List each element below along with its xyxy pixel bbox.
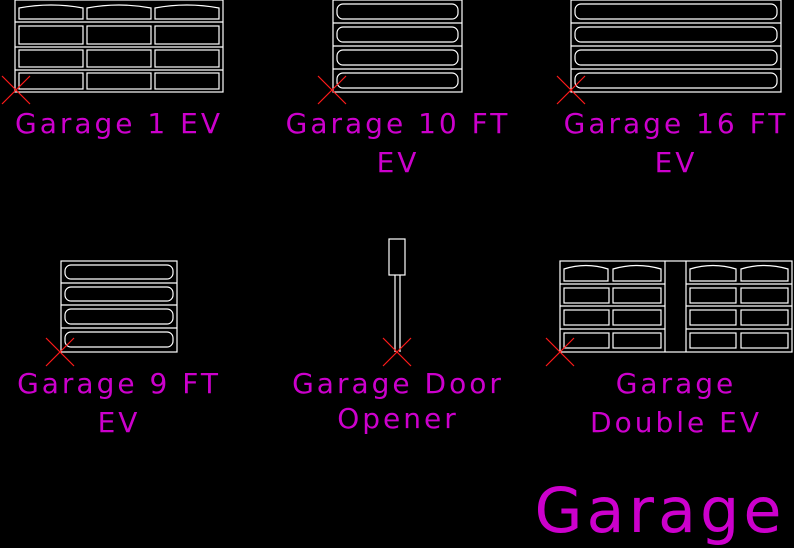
garage-double-ev-label-line-1: Garage [616, 367, 737, 400]
garage-16ft-ev-insertion-mark [556, 75, 586, 105]
garage-double-ev-label-line-2: Double EV [590, 406, 762, 439]
garage-door-opener-label-line-1: Garage Door [292, 367, 504, 400]
garage-10ft-ev-door[interactable] [332, 0, 463, 93]
garage-9ft-ev-label-line-2: EV [98, 406, 141, 439]
garage-10ft-ev-insertion-mark [317, 75, 347, 105]
garage-16ft-ev-door[interactable] [570, 0, 782, 93]
garage-9ft-ev-door[interactable] [60, 260, 178, 353]
garage-10ft-ev-label-line-1: Garage 10 FT [286, 107, 511, 140]
garage-16ft-ev-label-line-2: EV [655, 146, 698, 179]
garage-1-ev-label-line-1: Garage 1 EV [15, 107, 223, 140]
garage-16ft-ev-label-line-1: Garage 16 FT [564, 107, 789, 140]
garage-door-opener-insertion-mark [382, 337, 412, 367]
garage-9ft-ev-insertion-mark [45, 337, 75, 367]
garage-1-ev-door[interactable] [14, 0, 224, 93]
garage-1-ev-insertion-mark [1, 75, 31, 105]
garage-9ft-ev-label-line-1: Garage 9 FT [17, 367, 221, 400]
drawing-title: Garage [534, 474, 785, 547]
garage-10ft-ev-label-line-2: EV [377, 146, 420, 179]
garage-door-opener-label-line-2: Opener [337, 402, 459, 435]
garage-door-opener-symbol[interactable] [388, 238, 406, 352]
garage-double-ev-insertion-mark [545, 337, 575, 367]
garage-double-ev-door[interactable] [559, 260, 793, 353]
